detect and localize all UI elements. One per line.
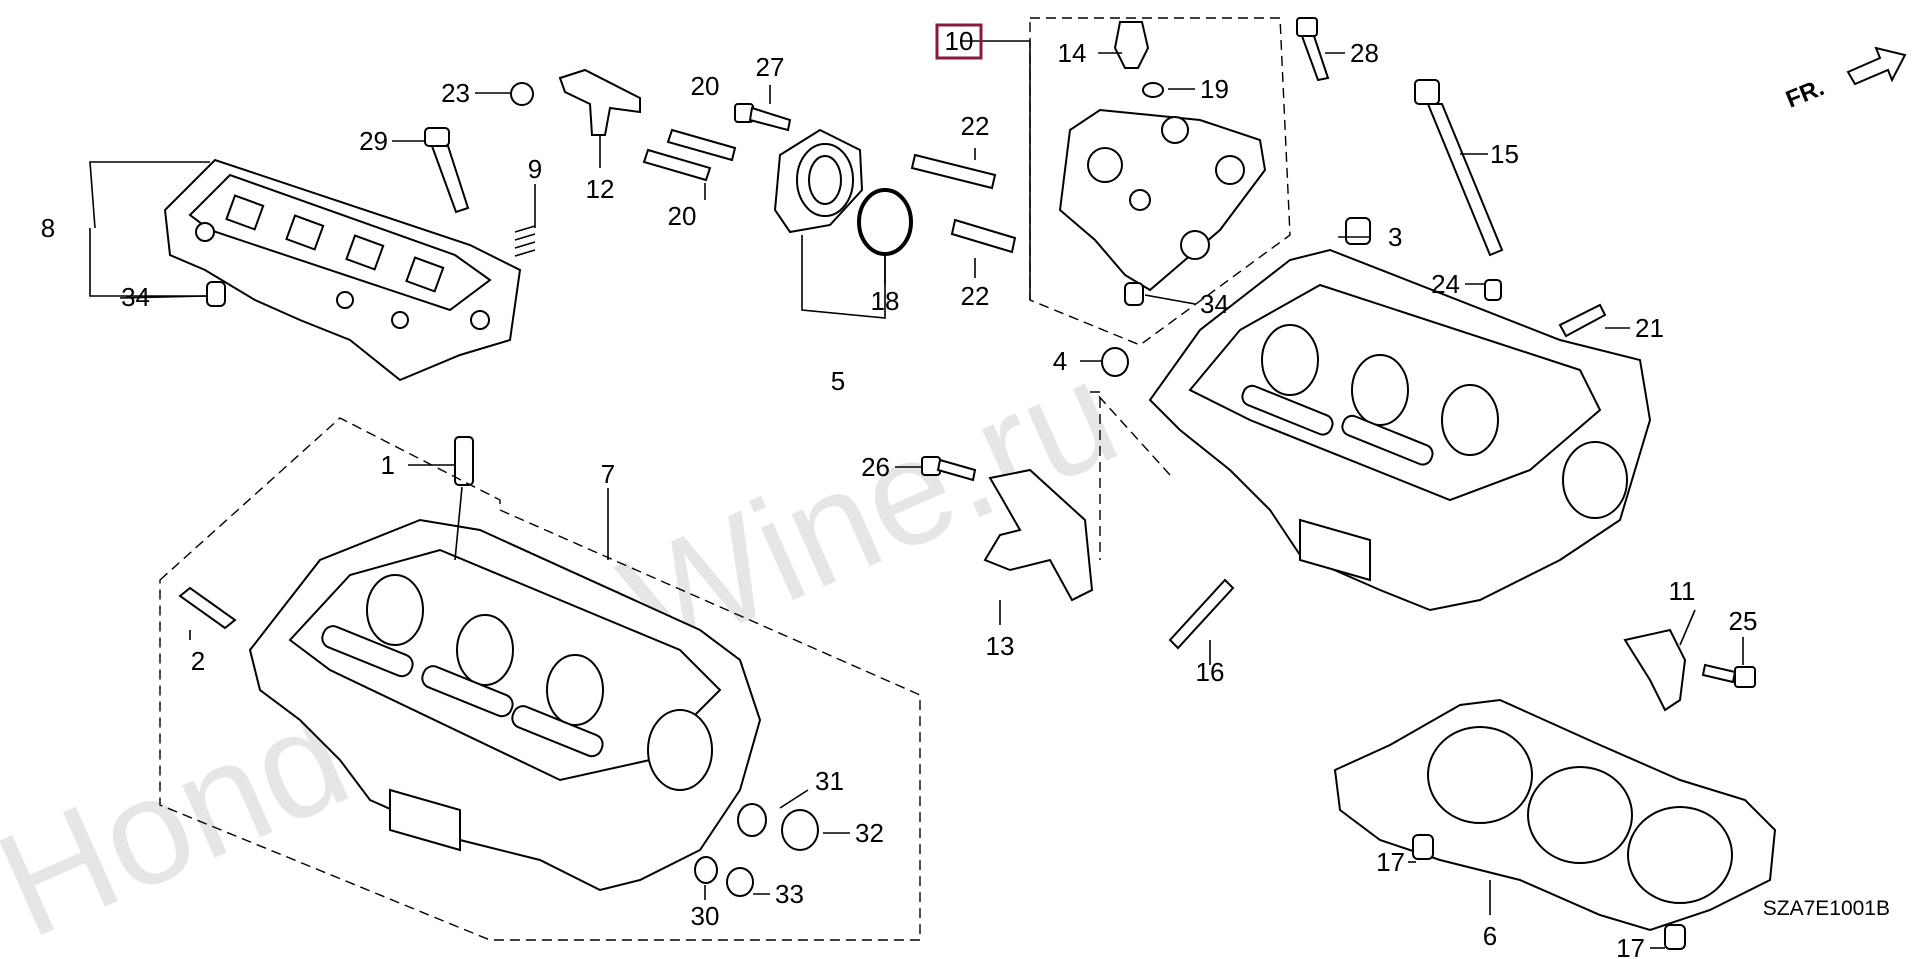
callout-2: 2 — [191, 646, 205, 676]
callout-34b: 34 — [1200, 289, 1229, 319]
stud-21-part — [1558, 303, 1607, 338]
cap-3-part — [1345, 217, 1371, 245]
diagram-code: SZA7E1001B — [1763, 897, 1890, 920]
callout-13: 13 — [986, 631, 1015, 661]
callout-12: 12 — [586, 174, 615, 204]
plug-33-part — [726, 867, 754, 897]
cylinder-head-front-part — [1148, 248, 1652, 612]
callout-22a: 22 — [961, 111, 990, 141]
callout-14: 14 — [1058, 38, 1087, 68]
leader-lines — [89, 40, 1744, 949]
callout-31: 31 — [815, 766, 844, 796]
callout-11: 11 — [1669, 576, 1696, 606]
guide-1-part — [454, 436, 474, 486]
callout-26: 26 — [861, 452, 890, 482]
callout-25: 25 — [1729, 606, 1758, 636]
callout-32: 32 — [855, 818, 884, 848]
callout-1: 1 — [381, 450, 395, 480]
callout-5: 5 — [831, 366, 845, 396]
callout-labels: 1 2 3 4 5 6 7 8 9 10 11 12 13 14 15 16 1… — [41, 26, 1758, 959]
bolt-25-part — [1701, 663, 1756, 688]
callout-28: 28 — [1350, 38, 1379, 68]
stud-22a-part — [910, 153, 997, 190]
dowel-24-part — [1484, 279, 1502, 301]
dowel-17a-part — [1412, 834, 1434, 860]
bolt-15-part — [1414, 79, 1504, 257]
callout-17a: 17 — [1376, 847, 1405, 877]
callout-33: 33 — [775, 879, 804, 909]
camshaft-holder-part — [163, 158, 522, 382]
dowel-34b-part — [1124, 282, 1144, 306]
callout-6: 6 — [1483, 921, 1497, 951]
callout-30: 30 — [691, 901, 720, 931]
callout-23: 23 — [441, 78, 470, 108]
bolt-27-part — [734, 103, 792, 132]
stud-20a-part — [666, 128, 737, 162]
sensor-14-part — [1113, 21, 1150, 69]
direction-label: FR. — [1782, 74, 1828, 114]
stud-22b-part — [950, 218, 1017, 254]
callout-7: 7 — [601, 459, 615, 489]
cylinder-head-rear-part — [248, 518, 762, 892]
dowel-17b-part — [1664, 924, 1686, 950]
washer-30-part — [694, 856, 718, 884]
callout-15: 15 — [1490, 139, 1519, 169]
o-ring-19-part — [1142, 82, 1164, 98]
highlight-box — [935, 23, 983, 60]
spool-valve-assembly-part — [1058, 108, 1267, 292]
housing-5-part — [773, 128, 864, 234]
bolt-26-part — [921, 456, 977, 482]
callout-4: 4 — [1053, 346, 1067, 376]
bracket-13-part — [983, 468, 1094, 602]
callout-18: 18 — [871, 286, 900, 316]
callout-3: 3 — [1388, 222, 1402, 252]
callout-22b: 22 — [961, 281, 990, 311]
callout-17b: 17 — [1616, 933, 1645, 959]
group-outline-bracket — [1090, 391, 1101, 560]
callout-21: 21 — [1635, 313, 1664, 343]
stud-20b-part — [642, 148, 712, 182]
callout-9: 9 — [528, 154, 542, 184]
dowel-2-part — [178, 586, 237, 630]
bolt-28-part — [1296, 17, 1330, 82]
callout-29: 29 — [359, 126, 388, 156]
bracket-12-part — [558, 68, 641, 136]
o-ring-18-part — [857, 188, 913, 256]
callout-20b: 20 — [668, 201, 697, 231]
front-direction-arrow-icon: FR. — [1782, 46, 1907, 114]
stud-16-part — [1168, 578, 1235, 650]
dowel-34-part — [206, 281, 226, 307]
callout-10: 10 — [945, 26, 974, 56]
spring-9-part — [514, 225, 536, 257]
group-outline-gasket — [1094, 391, 1171, 476]
bracket-11-part — [1623, 628, 1687, 712]
callout-8: 8 — [41, 213, 55, 243]
seal-4-part — [1101, 347, 1129, 377]
callout-34a: 34 — [121, 282, 150, 312]
callout-20a: 20 — [691, 71, 720, 101]
nut-23-part — [510, 82, 534, 106]
bolt-29-part — [424, 127, 470, 214]
callout-24: 24 — [1431, 269, 1460, 299]
seal-32-part — [781, 809, 819, 851]
callout-19: 19 — [1200, 74, 1229, 104]
plug-31-part — [737, 803, 767, 837]
callout-16: 16 — [1196, 657, 1225, 687]
callout-27: 27 — [756, 52, 785, 82]
head-gasket-6-part — [1333, 698, 1777, 932]
